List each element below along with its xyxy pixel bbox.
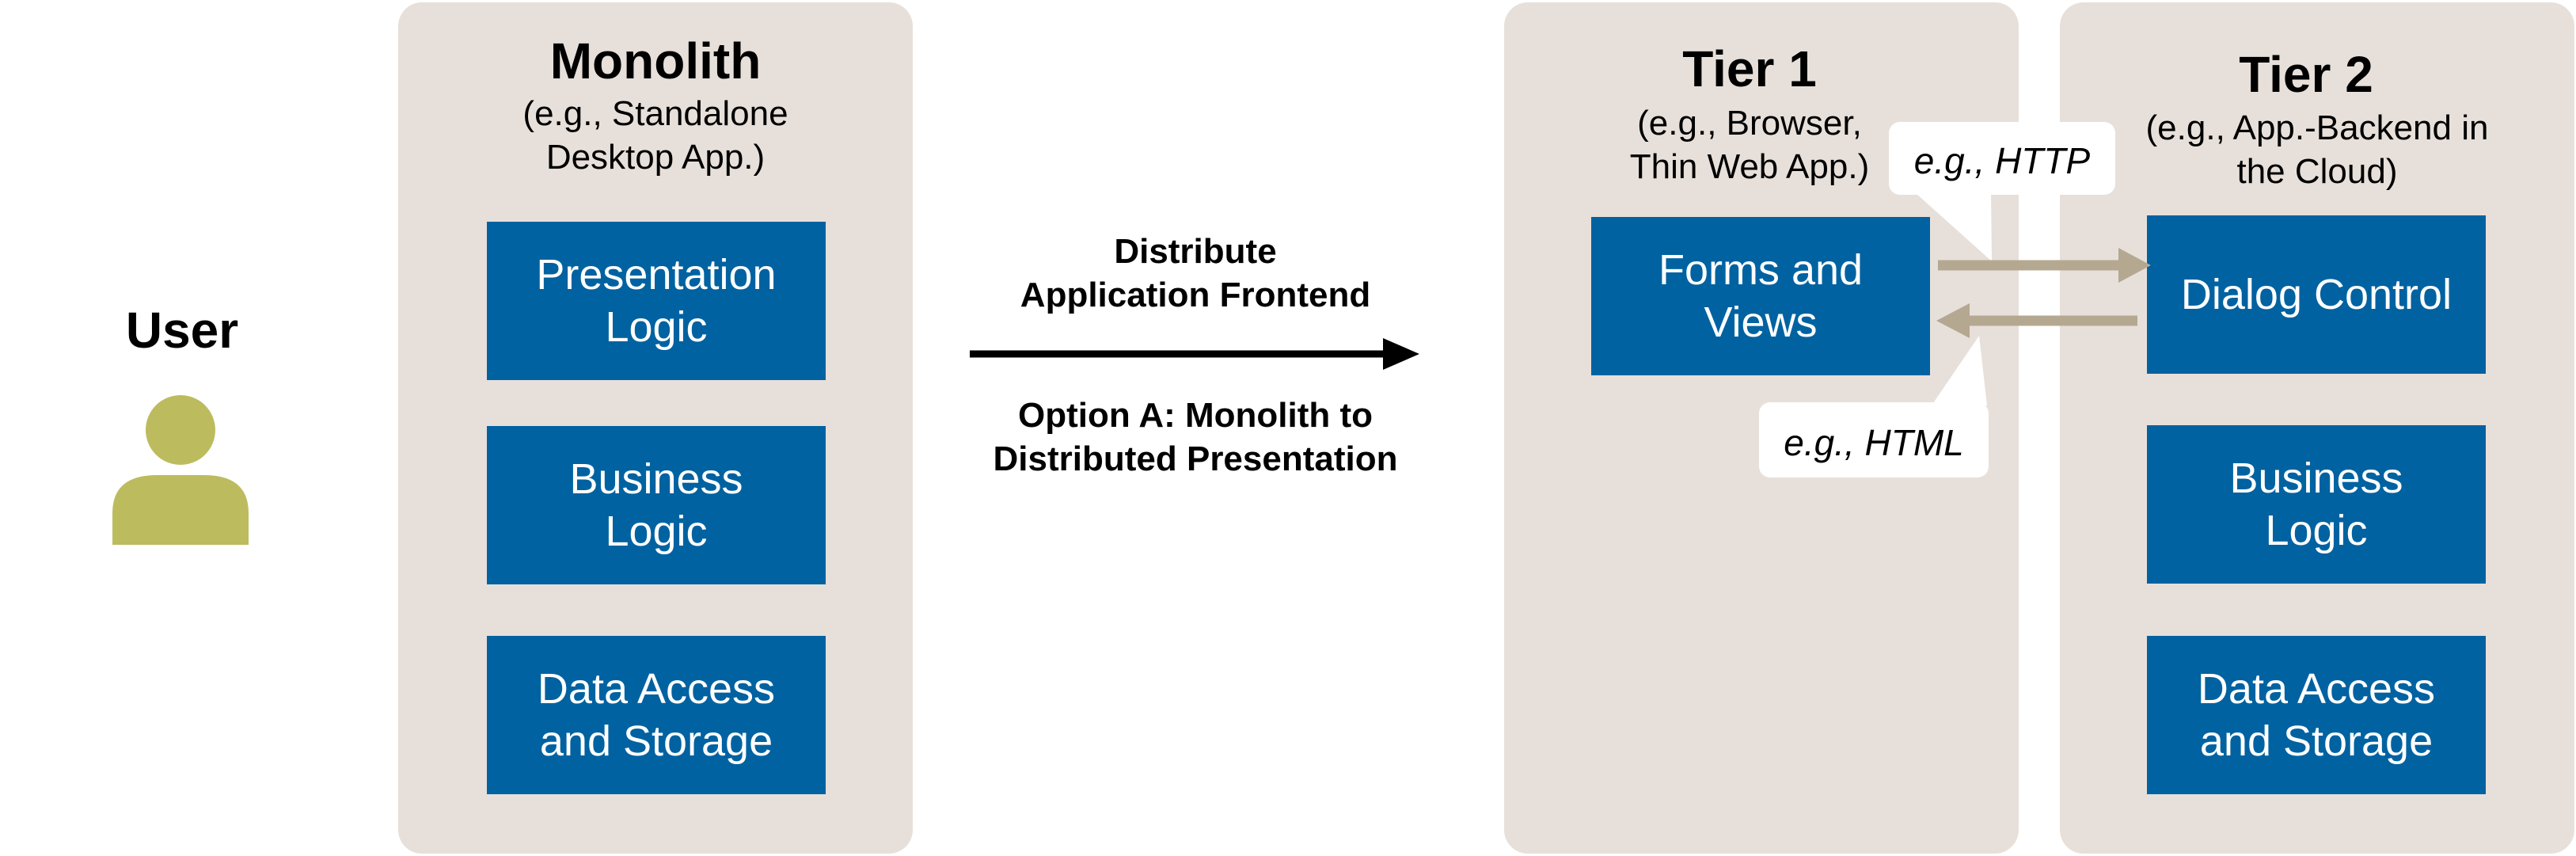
tier2-business-logic-box: Business Logic (2147, 425, 2486, 584)
monolith-business-logic-box: Business Logic (487, 426, 826, 584)
tier2-data-access-box: Data Access and Storage (2147, 636, 2486, 794)
tier2-subtitle-line1: (e.g., App.-Backend in (2145, 108, 2489, 147)
option-a-label: Option A: Monolith to Distributed Presen… (993, 396, 1398, 478)
monolith-presentation-logic-box: Presentation Logic (487, 222, 826, 380)
monolith-data-access-box: Data Access and Storage (487, 636, 826, 794)
tier2-dialog-control-box: Dialog Control (2147, 215, 2486, 374)
tier1-subtitle-line1: (e.g., Browser, (1637, 104, 1862, 143)
user-label: User (125, 302, 239, 359)
tier2-title: Tier 2 (2239, 46, 2373, 103)
monolith-subtitle-line2: Desktop App.) (545, 138, 766, 177)
distribute-label: Distribute Application Frontend (1020, 232, 1371, 314)
monolith-subtitle-line1: (e.g., Standalone (522, 94, 788, 133)
http-callout-label: e.g., HTTP (1913, 140, 2091, 181)
html-callout-label: e.g., HTML (1784, 422, 1964, 463)
tier1-forms-views-box: Forms and Views (1591, 217, 1930, 375)
monolith-title: Monolith (549, 32, 762, 89)
tier2-subtitle-line2: the Cloud) (2236, 152, 2398, 191)
tier1-title: Tier 1 (1682, 40, 1817, 97)
tier1-subtitle-line2: Thin Web App.) (1629, 147, 1870, 186)
